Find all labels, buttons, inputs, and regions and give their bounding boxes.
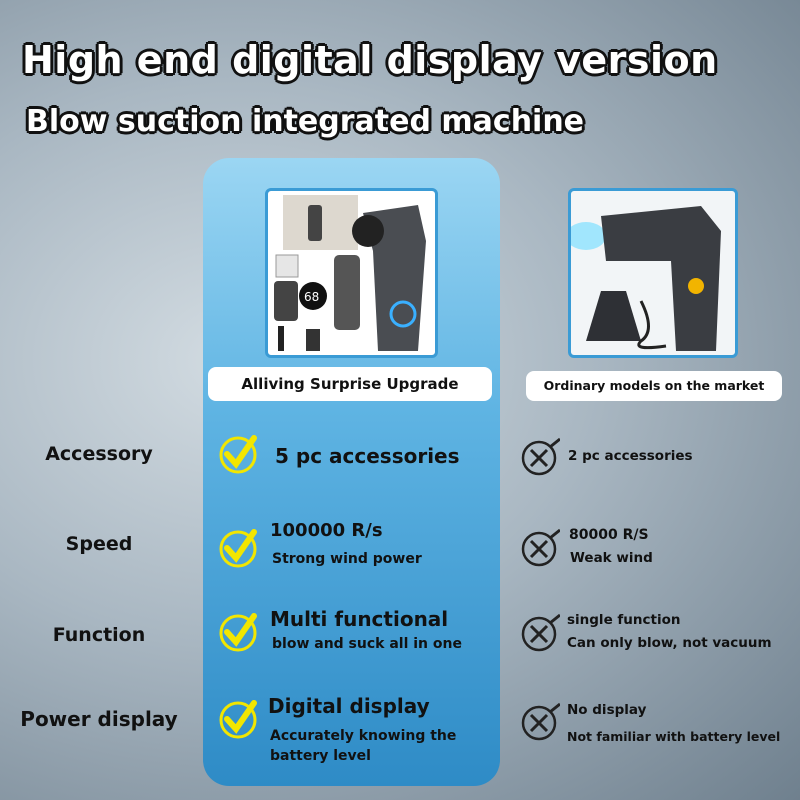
theirs-accessory: 2 pc accessories: [568, 448, 693, 464]
x-icon: [521, 437, 560, 476]
ours-accessory: 5 pc accessories: [275, 444, 460, 468]
row-label-accessory: Accessory: [45, 443, 153, 465]
subheadline: Blow suction integrated machine: [26, 104, 585, 139]
theirs-function: single function: [567, 612, 681, 628]
ours-label: Alliving Surprise Upgrade: [208, 367, 492, 401]
ours-speed-desc: Strong wind power: [272, 551, 422, 567]
check-icon: [219, 613, 257, 652]
headline: High end digital display version: [22, 38, 718, 82]
x-icon: [521, 702, 560, 741]
theirs-label: Ordinary models on the market: [526, 371, 782, 401]
theirs-speed-desc: Weak wind: [570, 550, 653, 566]
theirs-power: No display: [567, 702, 647, 718]
product-image-ours: 68: [265, 188, 438, 358]
row-label-power-display: Power display: [20, 707, 178, 731]
ours-function-desc: blow and suck all in one: [272, 636, 462, 652]
row-label-speed: Speed: [65, 533, 133, 555]
ours-function: Multi functional: [270, 607, 449, 631]
row-label-function: Function: [52, 624, 146, 646]
x-icon: [521, 528, 560, 567]
ours-speed: 100000 R/s: [270, 520, 383, 541]
ours-power-desc: Accurately knowing the battery level: [270, 728, 457, 764]
check-icon: [219, 435, 257, 474]
theirs-power-desc: Not familiar with battery level: [567, 729, 781, 744]
check-icon: [219, 700, 257, 739]
theirs-function-desc: Can only blow, not vacuum: [567, 635, 772, 651]
display-reading: 68: [304, 290, 319, 304]
x-icon: [521, 613, 560, 652]
check-icon: [219, 529, 257, 568]
product-image-theirs: [568, 188, 738, 358]
ours-power: Digital display: [268, 694, 430, 718]
theirs-speed: 80000 R/S: [569, 527, 649, 543]
